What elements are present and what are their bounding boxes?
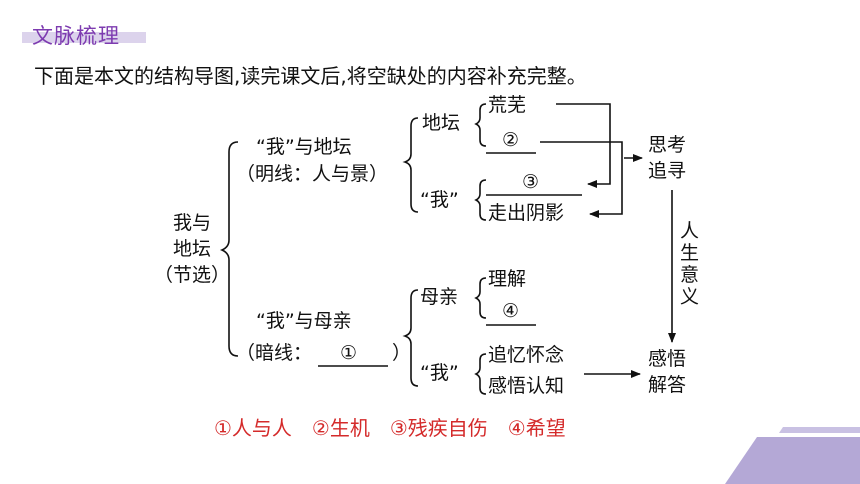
right1-line-1: 思考 [648,134,687,156]
branch1-brace [402,117,419,213]
branch2-brace [402,289,419,387]
muqin-item-1: 理解 [488,268,527,290]
instruction-text: 下面是本文的结构导图,读完课文后,将空缺处的内容补充完整。 [34,64,587,88]
vertical-char-2: 生 [680,242,700,264]
root-line-1: 我与 [172,212,211,234]
branch2-sub-prefix: （暗线： [236,342,313,364]
right2-line-2: 解答 [648,374,687,396]
wo1-item-2: 走出阴影 [488,202,565,224]
blank-4: ④ [502,300,520,322]
answer-key: ①人与人 ②生机 ③残疾自伤 ④希望 [214,416,566,440]
branch1-title: “我”与地坛 [256,136,352,158]
root-brace [219,141,239,357]
root-line-2: 地坛 [172,238,211,260]
ditan-item-1: 荒芜 [488,94,527,116]
wo2-brace [474,353,487,395]
wo1-brace [474,179,487,221]
title-highlight [22,32,146,43]
root-line-3: （节选） [153,264,230,286]
wo2-item-1: 追忆怀念 [488,344,565,366]
vertical-char-3: 意 [680,264,700,286]
wo1-label: “我” [420,189,459,211]
blank-2: ② [502,129,520,151]
branch1-sub: （明线：人与景） [236,163,389,185]
blank-1: ① [340,342,358,364]
right2-line-1: 感悟 [648,348,687,370]
right1-line-2: 追寻 [648,160,687,182]
muqin-brace [474,277,487,319]
vertical-char-4: 义 [680,286,700,308]
ditan-label: 地坛 [422,112,461,134]
branch2-sub-suffix: ） [392,342,412,364]
section-title: 文脉梳理 [32,24,120,48]
vertical-char-1: 人 [680,220,700,242]
wo2-label: “我” [420,362,459,384]
blank-3: ③ [522,171,540,193]
wo2-item-2: 感悟认知 [488,375,565,397]
muqin-label: 母亲 [420,286,459,308]
branch2-title: “我”与母亲 [256,310,352,332]
ditan-brace [474,103,487,147]
